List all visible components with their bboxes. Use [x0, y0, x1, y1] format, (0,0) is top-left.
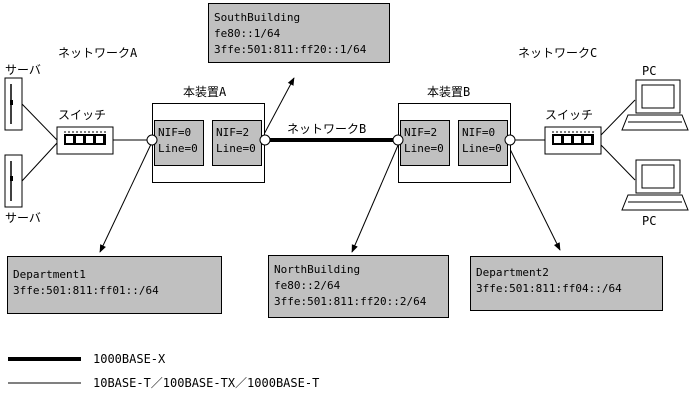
info-title: NorthBuilding [274, 263, 361, 276]
port-nif: NIF=2 [404, 126, 438, 139]
info-line: fe80::1/64 [214, 27, 281, 40]
if-circle-a2 [259, 134, 271, 146]
port-line: Line=0 [216, 142, 256, 155]
department1-box: Department1 3ffe:501:811:ff01::/64 [7, 256, 222, 314]
info-line: 3ffe:501:811:ff20::1/64 [214, 43, 367, 56]
info-line: 3ffe:501:811:ff20::2/64 [274, 295, 427, 308]
link-pc-bottom [600, 144, 636, 181]
info-line: 3ffe:501:811:ff04::/64 [476, 282, 622, 295]
server-top-label: サーバ [5, 63, 41, 77]
link-server-bottom [21, 142, 58, 182]
if-circle-b0 [504, 134, 516, 146]
switch-right-icon [544, 126, 602, 155]
switch-left-icon [56, 126, 114, 155]
router-a-port-nif0: NIF=0 Line=0 [154, 120, 204, 166]
port-line: Line=0 [462, 142, 502, 155]
north-building-box: NorthBuilding fe80::2/64 3ffe:501:811:ff… [268, 255, 449, 318]
port-nif: NIF=0 [462, 126, 496, 139]
port-nif: NIF=0 [158, 126, 192, 139]
switch-right-label: スイッチ [545, 108, 594, 122]
if-circle-a0 [146, 134, 158, 146]
router-b-port-nif0: NIF=0 Line=0 [458, 120, 508, 166]
link-server-top [21, 103, 58, 141]
info-title: Department1 [13, 268, 86, 281]
router-b: NIF=2 Line=0 NIF=0 Line=0 [398, 103, 511, 183]
port-nif: NIF=2 [216, 126, 250, 139]
info-title: SouthBuilding [214, 11, 301, 24]
info-title: Department2 [476, 266, 549, 279]
switch-left-label: スイッチ [58, 108, 107, 122]
pc-bottom-icon [621, 159, 689, 211]
if-circle-b2 [392, 134, 404, 146]
network-b-label: ネットワークB [287, 122, 367, 136]
network-a-label: ネットワークA [58, 46, 138, 60]
port-line: Line=0 [404, 142, 444, 155]
arrow-dept1 [99, 141, 153, 253]
arrow-dept2 [506, 142, 561, 251]
network-c-label: ネットワークC [518, 46, 598, 60]
legend-thick-label: 1000BASE-X [93, 352, 166, 366]
server-bottom-label: サーバ [5, 211, 41, 225]
info-line: 3ffe:501:811:ff01::/64 [13, 284, 159, 297]
arrow-north [351, 142, 400, 253]
link-pc-top [600, 99, 636, 136]
legend-thin-label: 10BASE-T／100BASE-TX／1000BASE-T [93, 376, 320, 390]
pc-top-icon [621, 79, 689, 131]
pc-bottom-label: PC [642, 214, 657, 228]
pc-top-label: PC [642, 64, 657, 78]
department2-box: Department2 3ffe:501:811:ff04::/64 [470, 256, 663, 311]
port-line: Line=0 [158, 142, 198, 155]
router-a: NIF=0 Line=0 NIF=2 Line=0 [152, 103, 265, 183]
arrow-south [261, 77, 295, 139]
router-a-port-nif2: NIF=2 Line=0 [212, 120, 262, 166]
router-a-label: 本装置A [183, 85, 227, 99]
info-line: fe80::2/64 [274, 279, 341, 292]
router-b-label: 本装置B [427, 85, 471, 99]
south-building-box: SouthBuilding fe80::1/64 3ffe:501:811:ff… [208, 3, 390, 63]
